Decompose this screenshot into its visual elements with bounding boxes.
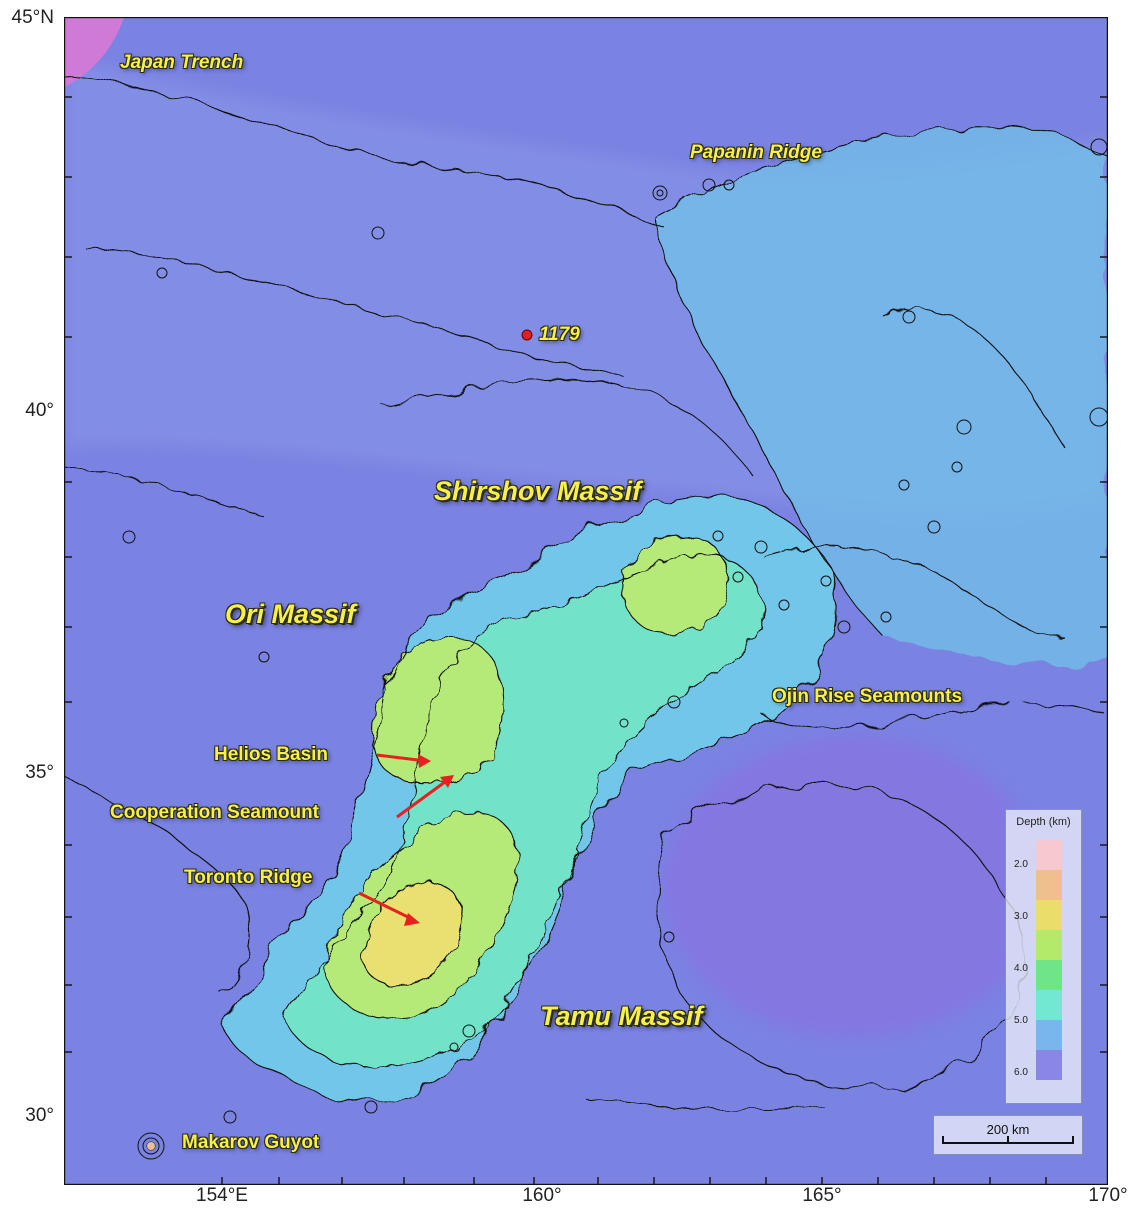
label-makarov-guyot: Makarov Guyot [182,1132,320,1153]
lat-label-30: 30° [25,1105,54,1126]
pointer-arrows [358,753,450,922]
legend-swatch [1036,840,1062,870]
scale-bar: 200 km [933,1115,1083,1155]
label-tamu-massif: Tamu Massif [540,1001,703,1031]
legend-tick-3: 3.0 [1014,911,1028,922]
bathymetry-map[interactable]: Japan Trench Papanin Ridge 1179 Shirshov… [64,17,1108,1185]
southeast-deep-basin [664,737,1044,1037]
legend-swatch [1036,990,1062,1020]
lat-label-35: 35° [25,762,54,783]
papanin-ojin-rise [654,126,1108,666]
depth-legend: Depth (km) 2.0 3.0 4.0 5.0 6.0 [1005,809,1082,1104]
legend-title: Depth (km) [1016,816,1071,828]
label-helios-basin: Helios Basin [214,744,329,765]
legend-tick-5: 5.0 [1014,1015,1028,1026]
label-site-1179: 1179 [539,324,580,345]
label-papanin-ridge: Papanin Ridge [690,142,822,163]
shirshov-massif-summit [622,536,728,634]
map-frame [64,17,1108,1185]
contour-lines [64,76,1108,1112]
scale-bar-label: 200 km [986,1122,1030,1137]
label-ori-massif: Ori Massif [225,599,356,629]
lon-label-160: 160° [522,1185,562,1206]
site-1179-marker[interactable] [521,329,533,341]
legend-tick-4: 4.0 [1014,963,1028,974]
legend-swatch [1036,900,1062,930]
ori-massif-summit [374,636,504,784]
lat-label-45: 45°N [11,7,54,28]
label-cooperation-seamount: Cooperation Seamount [110,802,320,823]
lat-label-40: 40° [25,400,54,421]
scale-bar-tick-end [1072,1136,1074,1144]
legend-swatch [1036,1050,1062,1080]
scale-bar-tick-start [942,1136,944,1144]
label-shirshov-massif: Shirshov Massif [434,476,642,506]
label-japan-trench: Japan Trench [120,52,244,73]
lon-label-170: 170° [1088,1185,1128,1206]
legend-swatch [1036,1020,1062,1050]
makarov-guyot-summit [147,1142,155,1150]
legend-tick-2: 2.0 [1014,859,1028,870]
legend-swatch [1036,960,1062,990]
legend-tick-6: 6.0 [1014,1067,1028,1078]
legend-swatch [1036,870,1062,900]
lon-label-154: 154°E [196,1185,248,1206]
bathymetry-svg [64,17,1108,1185]
lon-label-165: 165° [802,1185,842,1206]
scale-bar-tick-mid [1007,1136,1009,1144]
label-toronto-ridge: Toronto Ridge [184,867,313,888]
legend-swatch [1036,930,1062,960]
map-ticks [64,96,1108,1185]
label-ojin-rise-seamounts: Ojin Rise Seamounts [772,686,963,707]
pointer-arrowheads [404,754,454,926]
japan-trench-corner [64,17,124,87]
